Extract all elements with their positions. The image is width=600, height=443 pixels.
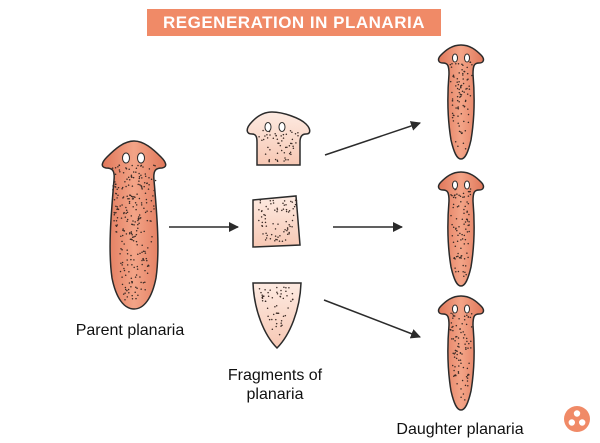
daughter-planaria-bottom (437, 295, 485, 411)
eyespot-left (122, 152, 130, 164)
arrow-head-to-daughter (324, 121, 421, 156)
fragment-tail (252, 282, 302, 350)
fragment-head (246, 111, 311, 166)
daughter-planaria-middle (437, 171, 485, 287)
label-parent-planaria: Parent planaria (75, 322, 185, 339)
fragment-middle (252, 195, 301, 248)
label-fragments-line2: planaria (246, 386, 304, 403)
logo-icon (564, 406, 590, 432)
parent-planaria (101, 140, 167, 310)
eyespot-right (137, 152, 145, 164)
label-fragments-line1: Fragments of (227, 367, 323, 384)
label-daughter-planaria: Daughter planaria (396, 421, 524, 438)
daughter-planaria-top (437, 44, 485, 160)
arrow-tail-to-daughter (323, 299, 421, 339)
diagram-title: REGENERATION IN PLANARIA (147, 9, 441, 36)
label-fragments: Fragments of planaria (205, 366, 345, 404)
